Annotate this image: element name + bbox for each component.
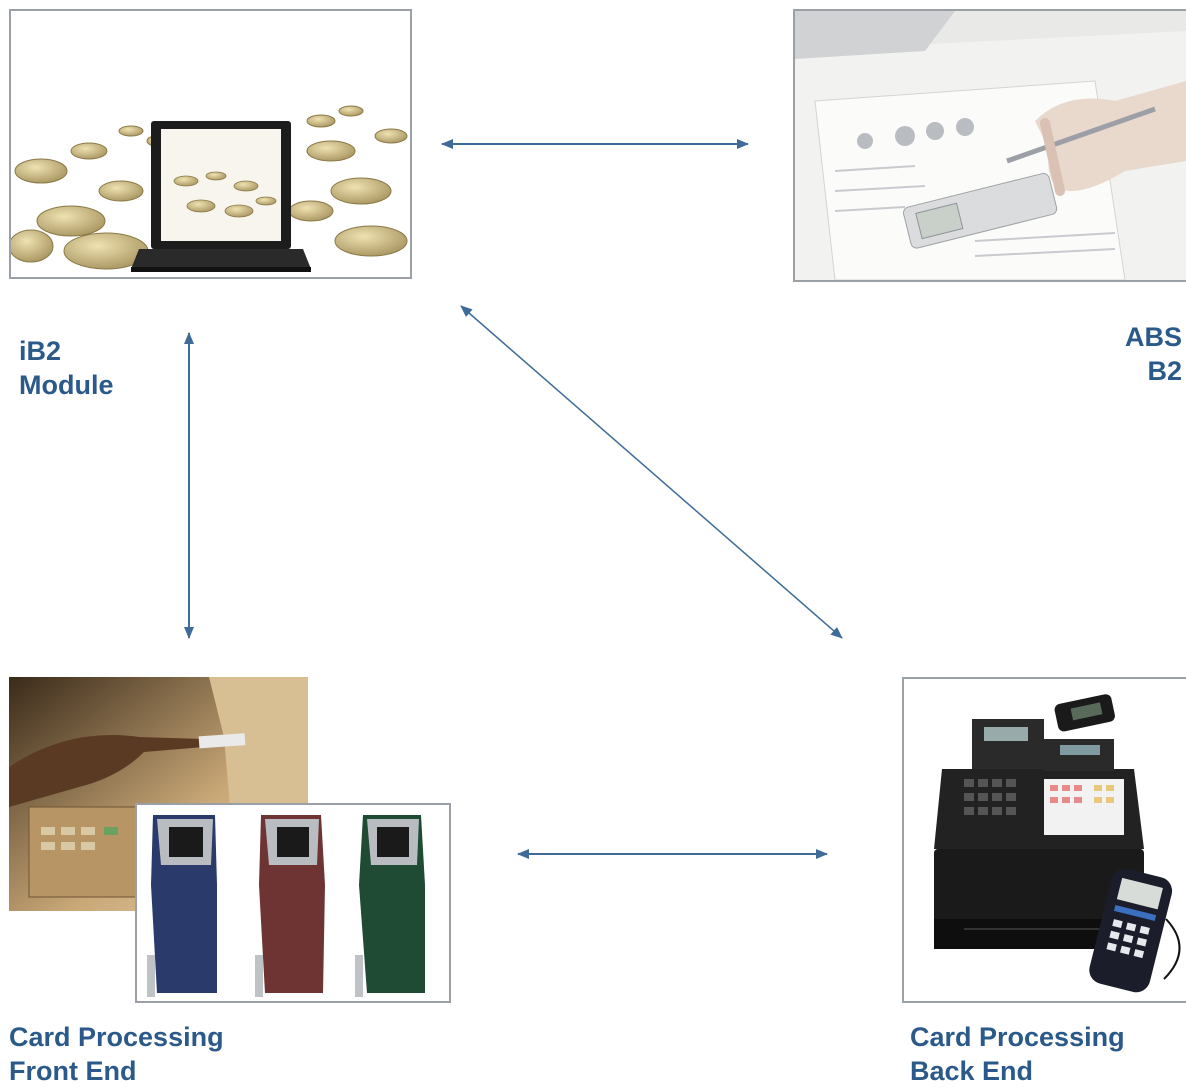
cash-register-illustration: [904, 679, 1186, 1001]
back-end-label-line1: Card Processing: [910, 1022, 1125, 1052]
laptop-coins-illustration: [11, 11, 410, 277]
laptop-icon: [131, 121, 311, 272]
back-end-label: Card Processing Back End: [910, 1020, 1125, 1088]
back-end-image: [902, 677, 1186, 1003]
kiosks-photo: [135, 803, 451, 1003]
hand-icon: [9, 735, 204, 807]
calculator-icon: [903, 173, 1058, 249]
abs-b2-label-line1: ABS: [1124, 322, 1182, 352]
ib2-module-image: [9, 9, 412, 279]
calculator-document-illustration: [795, 11, 1186, 280]
kiosk-blue-icon: [147, 815, 217, 997]
ib2-module-label-line1: iB2: [19, 336, 62, 366]
card-terminal-icon: [1089, 868, 1173, 993]
front-end-label: Card Processing Front End: [9, 1020, 224, 1088]
ib2-module-label: iB2 Module: [19, 334, 114, 402]
kiosk-red-icon: [255, 815, 325, 997]
customer-display-icon: [1054, 694, 1115, 732]
back-end-label-line2: Back End: [910, 1056, 1034, 1086]
front-end-image: [9, 677, 451, 1003]
kiosk-green-icon: [355, 815, 425, 997]
hand-with-pen-icon: [1006, 81, 1186, 196]
front-end-label-line1: Card Processing: [9, 1022, 224, 1052]
arrow-ib2-back-end: [460, 305, 843, 639]
card-icon: [198, 733, 246, 749]
front-end-label-line2: Front End: [9, 1056, 137, 1086]
abs-b2-image: [793, 9, 1186, 282]
ib2-module-label-line2: Module: [19, 370, 114, 400]
abs-b2-label: ABS B2: [1125, 320, 1182, 388]
kiosks-illustration: [137, 805, 449, 1001]
abs-b2-label-line2: B2: [1147, 356, 1182, 386]
